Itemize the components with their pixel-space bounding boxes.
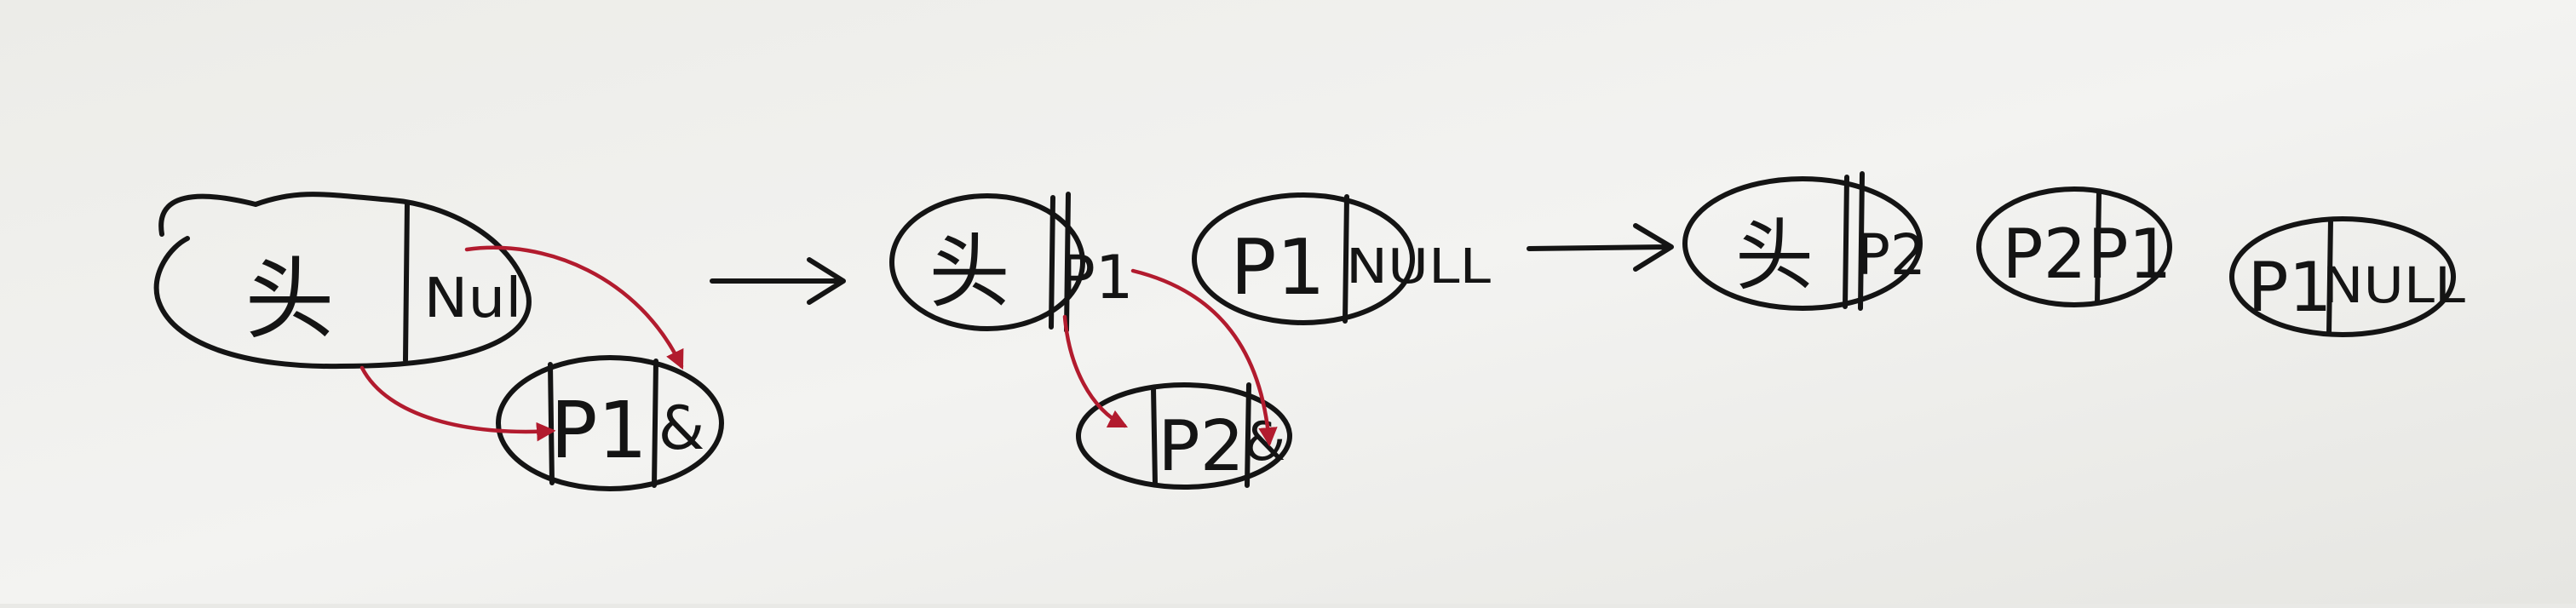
stage3-head-divider-2 [1858, 171, 1865, 311]
stage3-head-node-outline [1682, 176, 1923, 311]
stage2-p1-value: P1 [1230, 223, 1325, 313]
stage2-p1-divider [1343, 194, 1349, 324]
stage2-p2-value: P2 [1158, 406, 1245, 487]
stage3-p1-value: P1 [2247, 248, 2332, 327]
stage2-p2-divider [1245, 382, 1251, 488]
stage2-p2-left-bar [1151, 385, 1158, 486]
stage1-head-node-outline [153, 192, 532, 370]
stage1-p1-node-outline [496, 355, 724, 491]
stage2-head-divider [1049, 195, 1055, 330]
stage3-p2-value: P2 [2002, 215, 2086, 294]
stage3-p1-divider [2326, 217, 2333, 336]
stage-3: 头 P2 P2 P1 P1 NULL [1682, 171, 2465, 337]
stage3-p1-next: NULL [2322, 256, 2465, 314]
stage1-p1-node: P1 & [496, 355, 724, 491]
stage2-head-node: 头 P1 [889, 192, 1134, 333]
stage1-head-divider [403, 200, 410, 363]
stage2-p1-node: P1 NULL [1192, 192, 1491, 325]
transition-arrow-1 [710, 257, 846, 305]
transition-arrow-2 [1527, 223, 1674, 272]
stage3-head-divider [1843, 175, 1849, 309]
stage2-head-divider-2 [1064, 192, 1071, 333]
stage3-head-next: P2 [1856, 222, 1926, 288]
stage3-p2-node-outline [1976, 186, 2172, 307]
stage2-p1-next: NULL [1346, 239, 1491, 295]
stage1-p1-divider [652, 358, 658, 488]
stage2-head-value: 头 [929, 226, 1009, 319]
stage3-head-node: 头 P2 [1682, 171, 1926, 311]
stage2-p2-node-outline [1076, 382, 1292, 490]
stage3-p1-node-outline [2229, 216, 2456, 337]
stage-2: 头 P1 P1 NULL P2 & [889, 192, 1491, 490]
stage1-pointer-head-to-p1 [359, 365, 556, 442]
stage3-head-value: 头 [1735, 210, 1814, 301]
stage2-head-next: P1 [1060, 243, 1134, 313]
stage1-head-next: Nul [424, 267, 522, 330]
stage1-p1-next: & [658, 393, 705, 463]
stage2-head-node-outline [889, 193, 1085, 331]
stage1-head-node: 头 Nul [153, 192, 532, 370]
stage-1: 头 Nul P1 & [153, 192, 724, 491]
stage2-p1-node-outline [1192, 192, 1415, 325]
stage3-p2-divider [2095, 189, 2102, 305]
stage3-p1-node: P1 NULL [2229, 216, 2465, 337]
stage2-pointer-head-to-p2 [1062, 314, 1129, 428]
stage3-p2-node: P2 P1 [1976, 186, 2172, 307]
stage2-pointer-p2-next-to-p1 [1130, 268, 1278, 447]
stage1-pointer-head-next-to-p1-next [464, 245, 684, 370]
stage1-p1-value: P1 [550, 385, 647, 476]
stage1-head-value: 头 [244, 248, 334, 352]
stage3-p2-next: P1 [2087, 215, 2171, 294]
